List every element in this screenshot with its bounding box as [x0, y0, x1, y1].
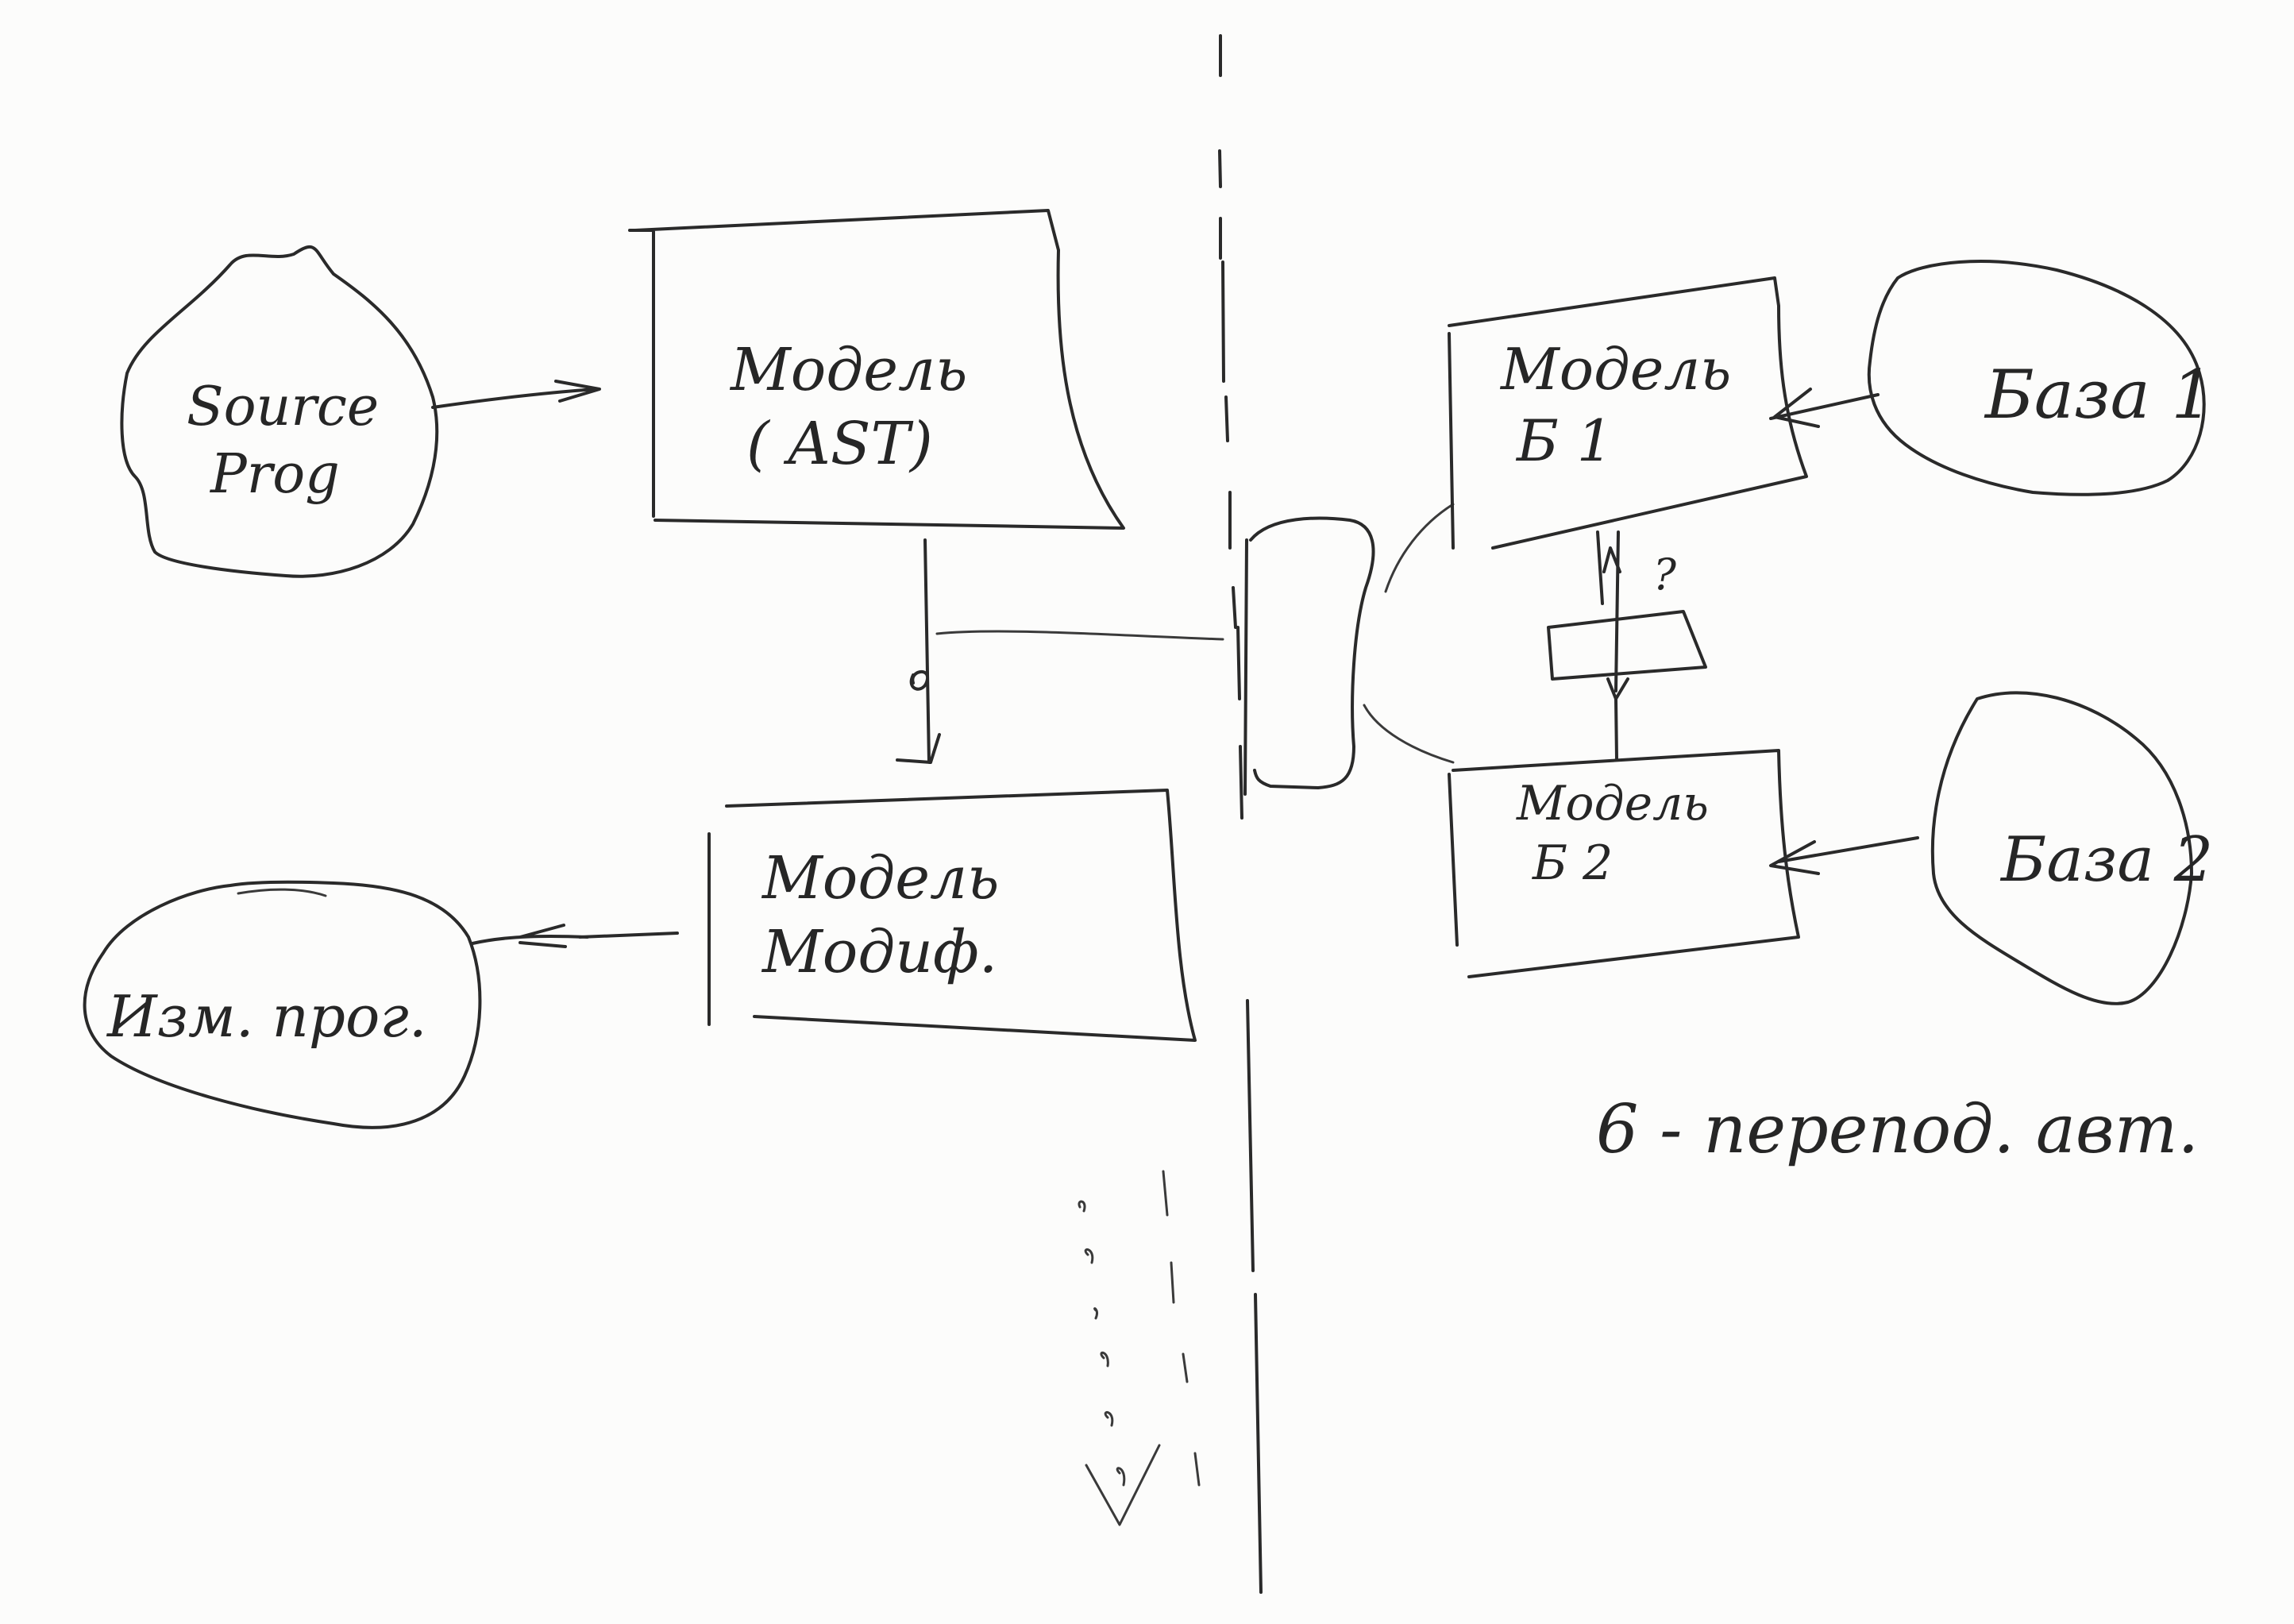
- database-1-label-line1: База 1: [1985, 356, 2214, 434]
- annotation-text-line: 6 - перепод. авт.: [1596, 1090, 2200, 1168]
- db-model-2-label-line2: Б 2: [1533, 835, 1614, 891]
- dotted-arrow-left: [1078, 1200, 1161, 1526]
- annotation-text: 6 - перепод. авт.: [1596, 1088, 2199, 1171]
- modified-program-blob: [83, 880, 482, 1129]
- database-2-label: База 2: [2001, 822, 2213, 900]
- database-2-label-line1: База 2: [2001, 824, 2214, 896]
- db-model-2-label: Модель Б 2: [1517, 774, 1709, 893]
- db-model-1-label-line2: Б 1: [1517, 407, 1614, 474]
- source-program-label: Source Prog: [187, 373, 379, 508]
- modified-program-blob-tail: [237, 888, 327, 897]
- db-model-1-box: [1448, 276, 1808, 550]
- db-model-2-box: [1448, 749, 1800, 978]
- model-modified-box: [707, 789, 1197, 1042]
- source-program-label-line2: Prog: [210, 443, 340, 506]
- modified-program-label: Изм. прог.: [107, 981, 427, 1052]
- model-modified-label-line2: Модиф.: [762, 917, 998, 986]
- link-adapter-to-db2: [1363, 704, 1455, 764]
- model-ast-label-line1: Модель: [731, 336, 968, 404]
- connector-line: [935, 630, 1224, 641]
- arrow-db1-to-model: [1769, 388, 1880, 428]
- db-link-box: [1547, 610, 1707, 681]
- database-1-label: База 1: [1985, 353, 2214, 437]
- model-modified-label-line1: Модель: [762, 844, 1000, 912]
- model-ast-label-line2: ( AST): [746, 409, 933, 478]
- adapter-shape: [1243, 516, 1375, 796]
- source-program-label-line1: Source: [187, 376, 380, 438]
- connector-question-mark: ?: [1653, 548, 1676, 602]
- center-divider: [1218, 34, 1263, 1594]
- database-1-blob: [1867, 260, 2206, 496]
- arrow-db2-to-model: [1769, 836, 1919, 875]
- model-ast-label: Модель ( AST): [731, 334, 967, 480]
- connector-question-mark-text: ?: [1653, 550, 1676, 600]
- dashed-line-right: [1162, 1170, 1201, 1487]
- db-model-1-label: Модель Б 1: [1501, 334, 1731, 476]
- modified-program-label-line1: Изм. прог.: [107, 983, 427, 1050]
- model-ast-box: [628, 209, 1125, 530]
- database-2-blob: [1930, 691, 2193, 1005]
- link-adapter-to-db1: [1384, 503, 1455, 593]
- db-model-2-label-line1: Модель: [1517, 776, 1709, 831]
- db-link-vertical: [1596, 530, 1629, 760]
- arrow-ast-to-modified: [896, 538, 941, 764]
- db-model-1-label-line1: Модель: [1501, 336, 1732, 403]
- arrow-modified-to-program: [471, 924, 679, 948]
- model-modified-label: Модель Модиф.: [762, 842, 999, 989]
- arrow-source-to-ast: [431, 380, 601, 409]
- source-program-blob: [120, 245, 439, 578]
